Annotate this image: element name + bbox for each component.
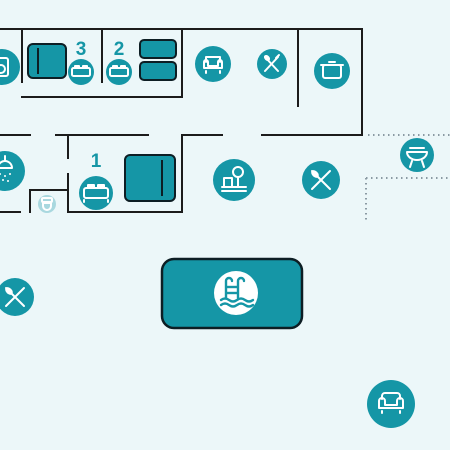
bed-room-3 (27, 43, 67, 79)
room-number-3: 3 (76, 39, 87, 60)
shower-icon (0, 151, 25, 191)
cooking-pot-icon (314, 53, 350, 89)
walls (0, 28, 363, 213)
twin-bed-room-2-bottom (139, 61, 177, 81)
outdoor-boundary (365, 134, 450, 220)
garden-icon (213, 159, 255, 201)
toilet-icon (38, 195, 56, 213)
washing-machine-icon (0, 49, 20, 85)
cutlery-icon (302, 161, 340, 199)
cutlery-icon (0, 278, 34, 316)
room-number-1: 1 (91, 151, 102, 172)
double-bed-icon (79, 176, 113, 210)
double-bed-icon (106, 59, 132, 85)
sofa-icon (367, 380, 415, 428)
double-bed-icon (68, 59, 94, 85)
barbecue-icon (400, 138, 434, 172)
armchair-icon (195, 46, 231, 82)
bed-room-1 (124, 154, 176, 202)
swimming-pool-icon (214, 271, 258, 315)
room-number-2: 2 (114, 39, 125, 60)
cutlery-icon (257, 49, 287, 79)
twin-bed-room-2-top (139, 39, 177, 59)
